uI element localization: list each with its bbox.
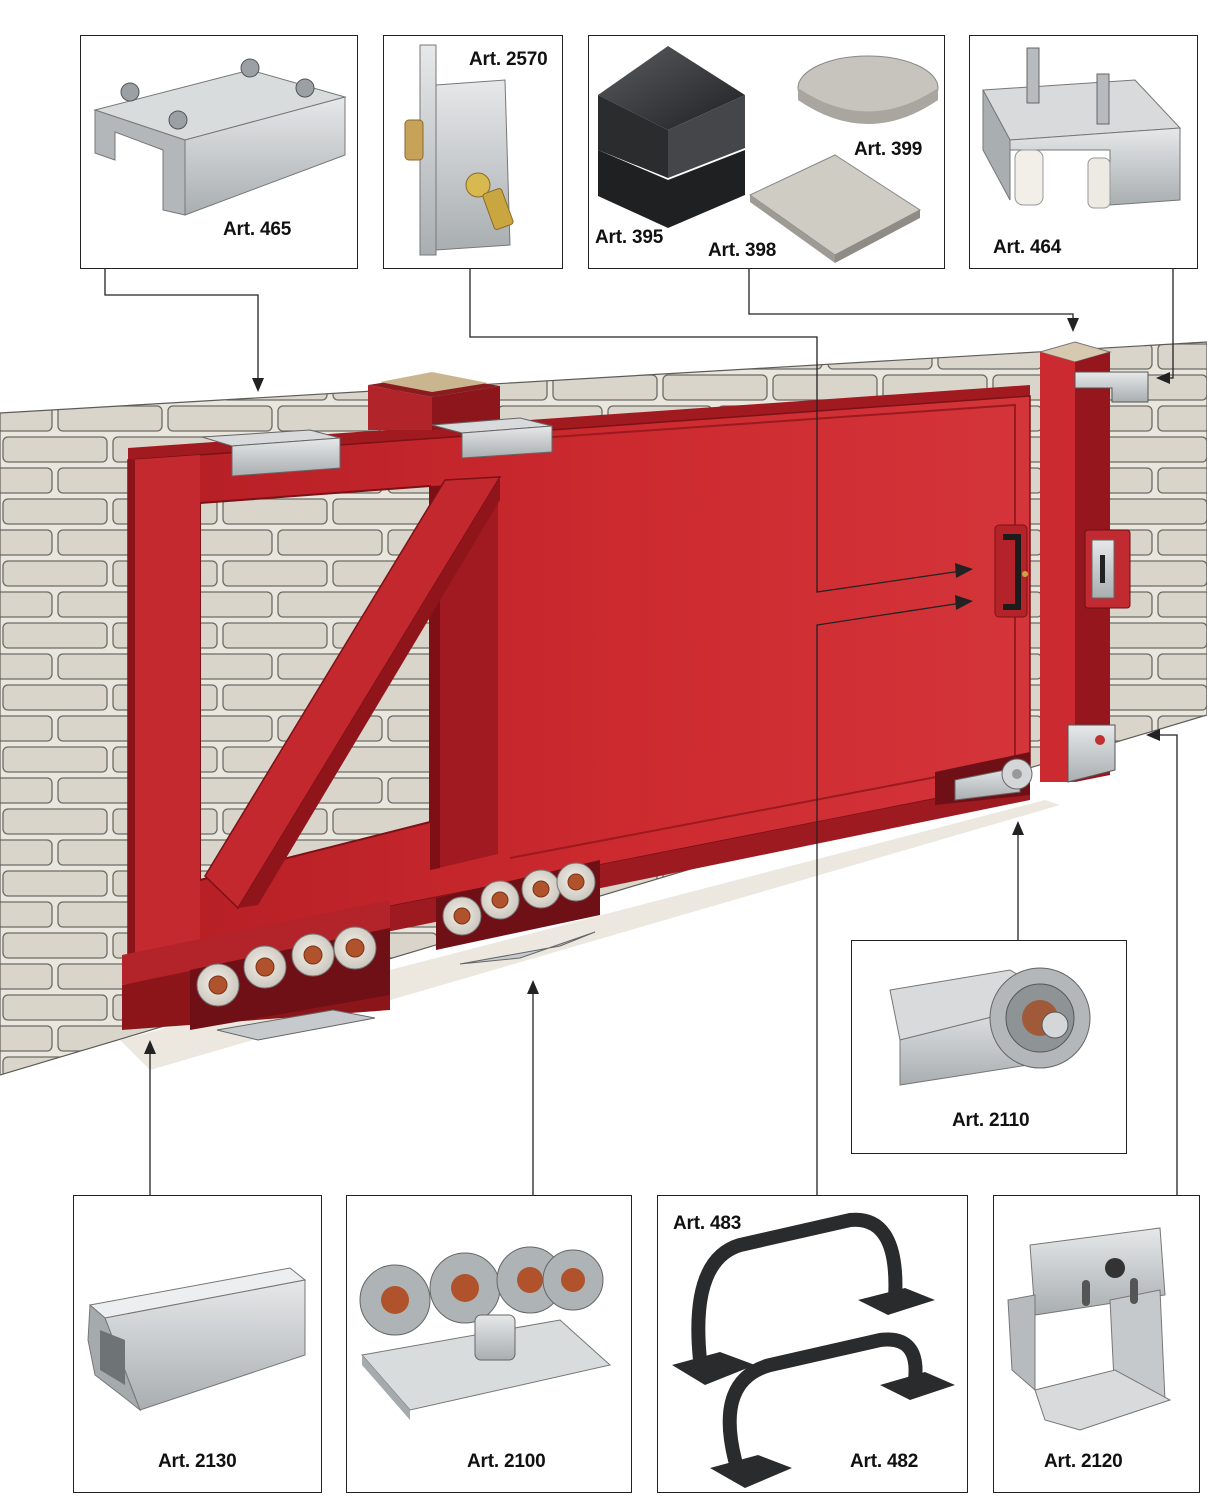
panel-art-2130: [73, 1195, 322, 1493]
guide-bracket-icon: [93, 58, 347, 216]
top-guide-roller-icon: [982, 47, 1182, 209]
handle-base-plates: [672, 1288, 955, 1488]
label-art-482: Art. 482: [850, 1451, 919, 1472]
label-art-395: Art. 395: [595, 227, 664, 248]
panel-art-464: [969, 35, 1198, 269]
label-art-2570: Art. 2570: [469, 49, 548, 70]
end-roller-on-gate: [935, 752, 1033, 805]
panel-art-465: [80, 35, 358, 269]
panel-art-2110: [851, 940, 1127, 1154]
roller-carriage-left: [190, 926, 390, 1041]
small-post-with-cap: [368, 372, 500, 430]
steel-rail-icon: [87, 1267, 307, 1412]
panel-art-2120: [993, 1195, 1200, 1493]
label-art-464: Art. 464: [993, 237, 1062, 258]
label-art-465: Art. 465: [223, 219, 292, 240]
panel-art-483-482: [657, 1195, 968, 1493]
roller-carriage-right: [436, 860, 600, 965]
top-guide-bracket-right: [431, 417, 553, 459]
label-art-483: Art. 483: [673, 1213, 742, 1234]
top-guide-bracket-left: [201, 429, 341, 477]
end-receiver-icon: [1007, 1227, 1172, 1431]
panel-art-2570: [383, 35, 563, 269]
label-art-2130: Art. 2130: [158, 1451, 237, 1472]
gate-post: [1038, 341, 1149, 783]
label-art-398: Art. 398: [708, 240, 777, 261]
panel-art-2100: [346, 1195, 632, 1493]
post-cap-icon: [598, 46, 939, 263]
gate-handle-icon: [691, 1212, 923, 1467]
connector-lines: [104, 268, 1178, 1195]
roller-carriage-icon: [359, 1246, 612, 1420]
gate-handle: [994, 524, 1028, 618]
label-art-399: Art. 399: [854, 139, 923, 160]
label-art-2110: Art. 2110: [952, 1110, 1030, 1131]
label-art-2120: Art. 2120: [1044, 1451, 1123, 1472]
sliding-gate-lock-icon: [404, 44, 514, 256]
connector-arrowheads: [144, 318, 1170, 1054]
label-art-2100: Art. 2100: [467, 1451, 546, 1472]
end-roller-icon: [889, 967, 1091, 1086]
panel-art-395-398-399: [588, 35, 945, 269]
